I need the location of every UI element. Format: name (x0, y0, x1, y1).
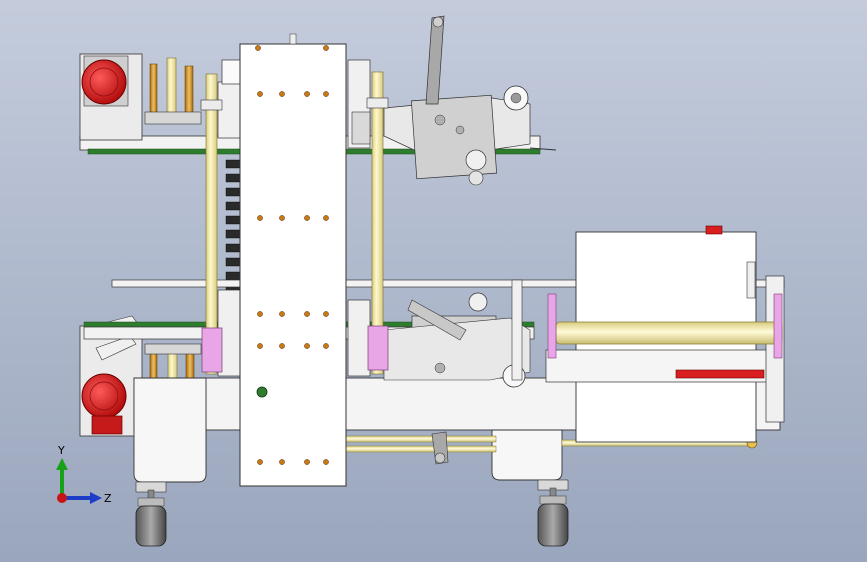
bolt-hole (279, 91, 285, 97)
bolt-hole (304, 91, 310, 97)
top-piston-1 (149, 63, 158, 121)
bottom-piston-1 (149, 351, 158, 379)
top-tape-wheel-2 (468, 170, 484, 186)
ratchet-tooth (225, 201, 241, 211)
bottom-motor-cap (89, 381, 119, 411)
roller-end-pad-left (547, 293, 557, 359)
bolt-hole (255, 45, 261, 51)
bottom-rod-1 (345, 435, 497, 443)
bolt-hole (257, 459, 263, 465)
bolt-hole (257, 311, 263, 317)
column-green-button[interactable] (256, 386, 268, 398)
top-right-bracket-2 (351, 111, 371, 145)
base-right-leg (491, 429, 563, 481)
bolt-hole (323, 343, 329, 349)
bottom-guide-post (511, 279, 523, 381)
ratchet-tooth (225, 271, 241, 281)
bolt-hole (304, 311, 310, 317)
left-guide-tube-collar (200, 99, 223, 111)
bottom-motor (81, 373, 127, 419)
top-tape-pivot-2 (455, 125, 465, 135)
bolt-hole (279, 343, 285, 349)
ratchet-tooth (225, 243, 241, 253)
flap-folder-2 (95, 335, 137, 361)
bolt-hole (257, 91, 263, 97)
right-guide-tube (371, 71, 384, 375)
top-piston-base (144, 111, 202, 125)
bolt-hole (279, 459, 285, 465)
triad-origin (57, 493, 67, 503)
left-pink-pad (201, 327, 223, 373)
bottom-rod-2 (345, 445, 497, 453)
top-guide-cap (221, 59, 241, 85)
central-column (239, 33, 347, 487)
guide-tubes (200, 71, 389, 375)
top-arm-pivot (432, 16, 444, 28)
bolt-hole (304, 459, 310, 465)
top-motor-cap (89, 67, 119, 97)
coordinate-triad: Y Z (56, 444, 112, 505)
bolt-hole (257, 215, 263, 221)
bottom-tape-pivot (434, 362, 446, 374)
right-caster (537, 479, 569, 547)
bottom-right-bracket (347, 299, 371, 377)
bolt-hole (279, 215, 285, 221)
ratchet-tooth (225, 187, 241, 197)
ratchet-tooth (225, 159, 241, 169)
right-post (746, 261, 756, 299)
bottom-piston-3 (185, 351, 195, 379)
base-left-leg (133, 377, 207, 483)
column-top-pin (289, 33, 297, 45)
left-guide-tube (205, 73, 218, 375)
yellow-roller (555, 321, 783, 345)
bolt-hole (323, 45, 329, 51)
column-plate (239, 43, 347, 487)
z-axis-arrow (90, 492, 102, 504)
top-blade-line (529, 147, 557, 151)
y-axis-arrow (56, 458, 68, 470)
ratchet-tooth (225, 173, 241, 183)
bolt-hole (257, 343, 263, 349)
top-piston-2 (166, 57, 177, 121)
right-enclosure-top-knob (705, 225, 723, 235)
right-pink-pad (367, 325, 389, 371)
bolt-hole (279, 311, 285, 317)
bolt-hole (323, 91, 329, 97)
bolt-hole (323, 215, 329, 221)
top-swing-arm (425, 15, 445, 105)
bottom-motor-base (91, 415, 123, 435)
top-tape-pivot (434, 114, 446, 126)
bottom-piston-2 (167, 351, 178, 379)
red-switch (675, 369, 765, 379)
left-caster (135, 481, 167, 547)
ratchet-tooth (225, 215, 241, 225)
bolt-hole (304, 343, 310, 349)
z-axis-label: Z (104, 492, 112, 505)
bottom-lever-knob (434, 452, 446, 464)
bottom-tape-wheel (468, 292, 488, 312)
y-axis-label: Y (57, 444, 65, 457)
top-tape-wheel (465, 149, 487, 171)
column-bolt-holes (255, 45, 329, 465)
right-guide-tube-collar (366, 97, 389, 109)
bottom-swing-arm (407, 299, 467, 341)
bolt-hole (323, 459, 329, 465)
bottom-piston-base (144, 343, 202, 355)
ratchet-tooth (225, 229, 241, 239)
bolt-hole (304, 215, 310, 221)
roller-end-pad-right (773, 293, 783, 359)
bolt-hole (323, 311, 329, 317)
top-motor (81, 59, 127, 105)
top-tape-roller-hub (510, 92, 522, 104)
ratchet-tooth (225, 257, 241, 267)
bottom-tape-plate (383, 317, 531, 381)
